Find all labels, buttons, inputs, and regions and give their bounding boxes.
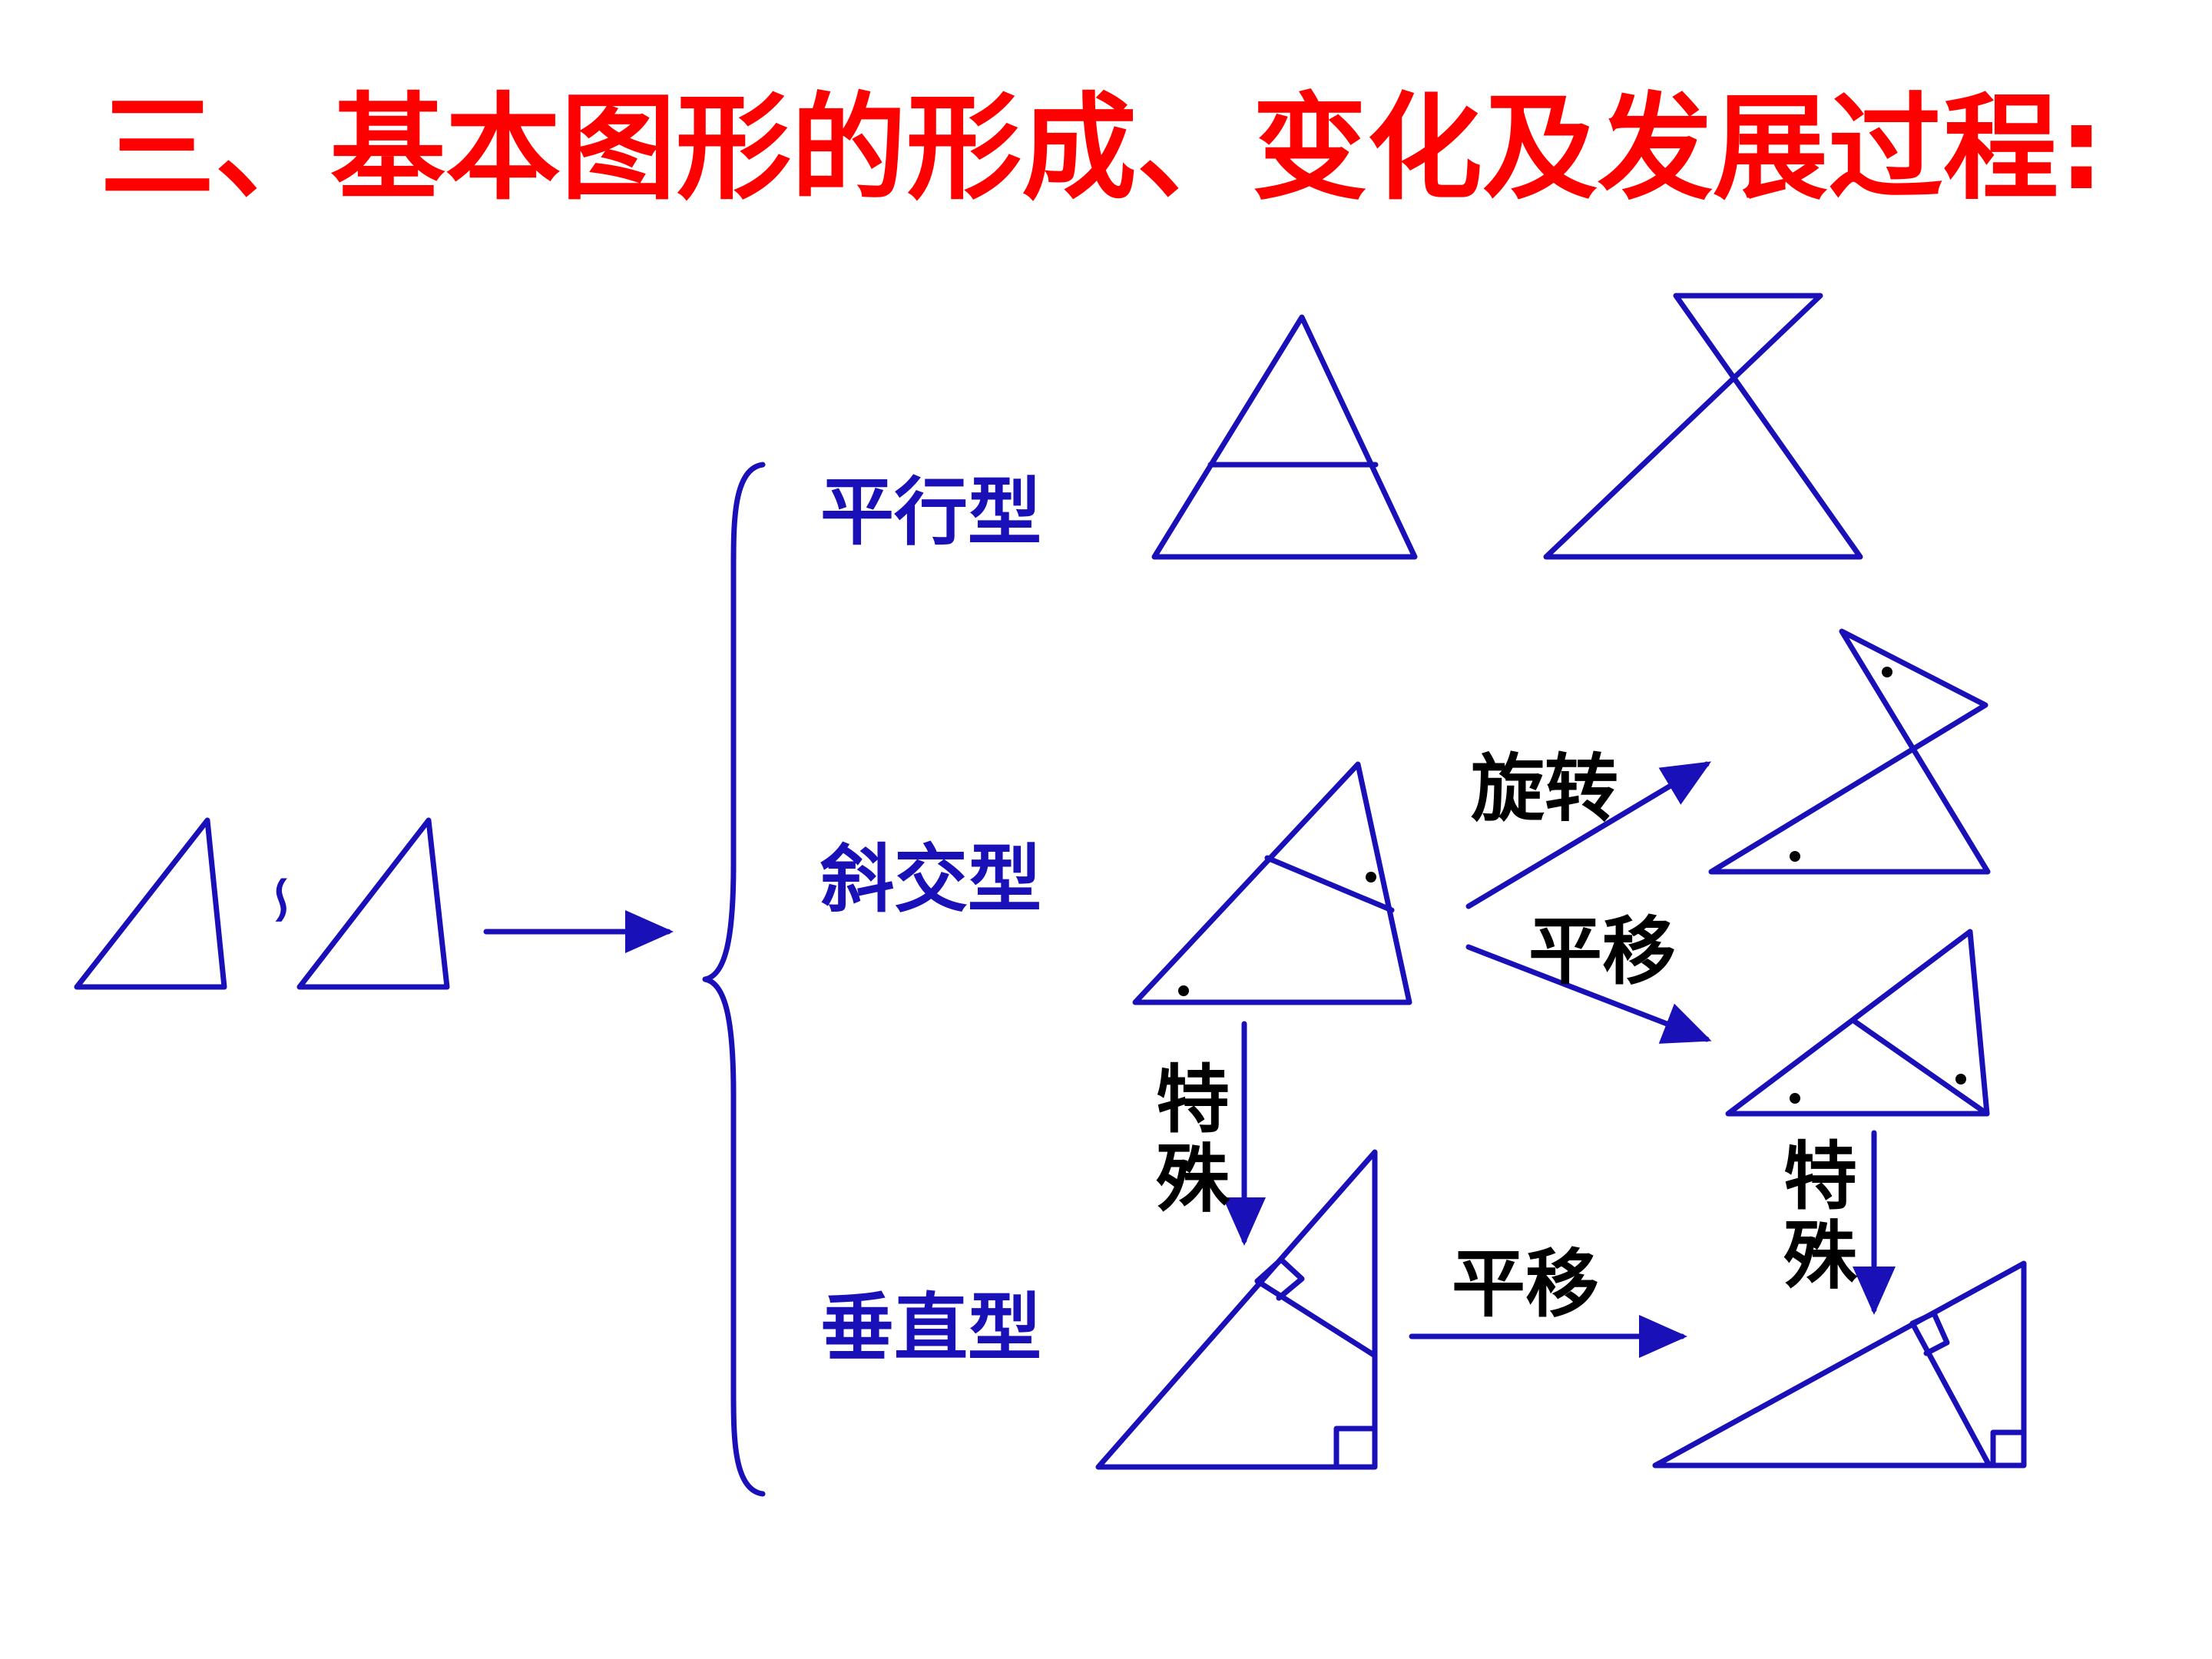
oblique-figure: [1132, 761, 1412, 1005]
category-perpendicular: 垂直型: [820, 1285, 1041, 1371]
rotate-label: 旋转: [1471, 746, 1618, 832]
parallel-figure-2: [1543, 293, 1863, 560]
parallel-figure-1: [1151, 314, 1418, 560]
triangle-a: [74, 817, 227, 990]
perpendicular-figure: [1095, 1149, 1378, 1470]
curly-brace: [702, 462, 766, 1497]
triangle-b: [296, 817, 450, 990]
special-label-left-2: 殊: [1156, 1136, 1230, 1222]
special-label-right-2: 殊: [1783, 1213, 1858, 1299]
translated-figure: [1725, 929, 1990, 1117]
translate-label-top: 平移: [1528, 909, 1676, 995]
slide-title: 三、基本图形的形成、变化及发展过程:: [100, 82, 2104, 216]
translate-label-bottom: 平移: [1452, 1241, 1599, 1327]
rotate-arrow: [1465, 761, 1712, 909]
special-label-left-1: 特: [1156, 1057, 1230, 1143]
category-parallel: 平行型: [820, 469, 1041, 555]
similar-triangles: ∽: [74, 817, 450, 990]
similar-sign: ∽: [243, 871, 323, 929]
category-oblique: 斜交型: [820, 836, 1041, 922]
rotated-figure: [1708, 628, 1991, 875]
special-label-right-1: 特: [1783, 1134, 1857, 1220]
perpendicular-translated-figure: [1652, 1260, 2027, 1469]
translate-arrow-top: [1465, 944, 1712, 1044]
